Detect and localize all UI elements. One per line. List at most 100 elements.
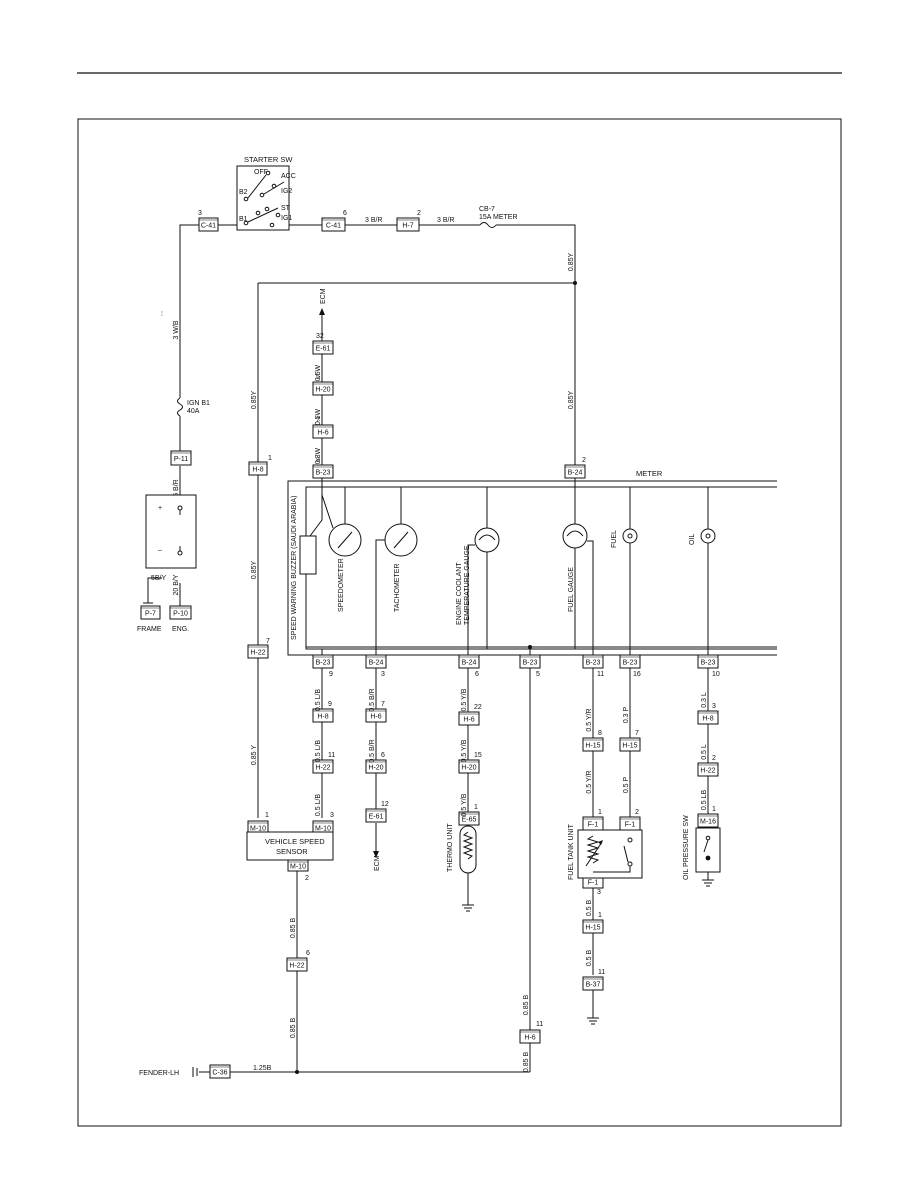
connector-label: B-23 (316, 470, 331, 477)
wire-label: 0.5 L/B (315, 794, 322, 817)
wire-label: 0.5 P (623, 777, 630, 794)
connector-box (312, 340, 334, 355)
connector-pin: 32 (316, 333, 324, 340)
connector-label: H-6 (317, 430, 328, 437)
connector-label: E-61 (369, 814, 384, 821)
connector: H-6 7 (312, 417, 334, 439)
battery-plus: + (158, 505, 162, 512)
wire-label: 0.85Y (568, 391, 575, 410)
wire-label: 0.3 P (623, 707, 630, 724)
fuses: CB-7 15A METER IGN B1 40A ∶ (161, 206, 518, 415)
connector: H-72 (396, 210, 421, 232)
connector-label: H-6 (463, 717, 474, 724)
battery-minus: – (158, 547, 162, 554)
wire-label: 0.85Y (568, 253, 575, 272)
connector-box (697, 710, 719, 725)
thermo-unit-label: THERMO UNIT (447, 823, 454, 872)
connector: E-61 32 (312, 333, 334, 355)
wire-label: 3 B/R (437, 217, 455, 224)
connector-box (458, 711, 480, 726)
connector-box (312, 464, 334, 479)
speedometer-label: SPEEDOMETER (338, 558, 345, 612)
connector-box (247, 644, 269, 659)
wire-label: 0.85 Y (251, 745, 258, 765)
connector-label: E-65 (462, 817, 477, 824)
connector-label: B-23 (586, 660, 601, 667)
connector: C-41 3 (198, 210, 219, 232)
connector-box (582, 737, 604, 752)
connector-pin: 6 (306, 950, 310, 957)
connector-label: B-24 (462, 660, 477, 667)
connector: H-151 (582, 912, 604, 934)
wire-label: 0.85 B (290, 918, 297, 939)
connector-pin: 16 (633, 671, 641, 678)
connector-label: H-20 (315, 387, 330, 394)
battery: + – FRAME ENG. (137, 494, 197, 633)
connector-pin: 1 (265, 812, 269, 819)
wire-label: 0.85 B (523, 995, 530, 1016)
coolant-label-2: TEMPERATURE GAUGE (464, 545, 471, 625)
connector-label: H-15 (622, 743, 637, 750)
wire-label: 0.5 Y/B (461, 688, 468, 711)
connector-pin: 1 (268, 455, 272, 462)
connector-pin: 7 (266, 638, 270, 645)
connector-pin: 2 (712, 755, 716, 762)
connector-box (519, 1029, 541, 1044)
connector-box (321, 217, 346, 232)
connector-label: C-41 (201, 223, 216, 230)
connector-label: P-10 (173, 611, 188, 618)
wire-label: 0.3W (315, 447, 322, 464)
connector-label: P-11 (174, 456, 188, 463)
connector-box (209, 1064, 231, 1079)
connector-box (312, 381, 334, 396)
connector-box (697, 813, 719, 828)
connector-label: F-1 (588, 822, 599, 829)
wire-label: 0.5 LB (701, 790, 708, 811)
fuel-tank-unit: FUEL TANK UNIT (568, 823, 643, 880)
connector-label: H-8 (702, 716, 713, 723)
connector-box (365, 759, 387, 774)
connector-label: M-10 (315, 826, 331, 833)
connector-label: H-22 (250, 650, 265, 657)
vss-label-2: SENSOR (276, 847, 308, 856)
connector-label: B-23 (701, 660, 716, 667)
connector-pin: 2 (635, 809, 639, 816)
oil-pressure-sw-label: OIL PRESSURE SW (683, 815, 690, 880)
connector-label: H-8 (252, 467, 263, 474)
connector: H-67 (365, 701, 387, 723)
connector: H-622 (458, 704, 482, 726)
connector-pin: 11 (536, 1021, 543, 1028)
wire-label: 0.5 L (701, 744, 708, 760)
connector: H-611 (519, 1021, 543, 1044)
connector-pin: 5 (316, 374, 320, 381)
connector-pin: 8 (598, 730, 602, 737)
connector-label: B-24 (568, 470, 583, 477)
wire-label: 0.5 B (586, 900, 593, 917)
wires (143, 222, 714, 1077)
connector-pin: 3 (198, 210, 202, 217)
wire-label: 1.25B (253, 1065, 272, 1072)
wire-label: 3 B/R (365, 217, 383, 224)
cb7-label: CB-7 (479, 206, 495, 213)
connector-label: E-61 (316, 346, 331, 353)
connector-box (582, 919, 604, 934)
connector: H-8 1 (248, 455, 272, 476)
connector-box (365, 708, 387, 723)
connector-pin: 7 (316, 417, 320, 424)
wire-label: 0.5 L/B (315, 740, 322, 763)
connector-pin: 7 (381, 701, 385, 708)
connector-box (582, 976, 604, 991)
fender-lh-label: FENDER-LH (139, 1070, 179, 1077)
buzzer-label: SPEED WARNING BUZZER (SAUDI ARABIA) (291, 496, 298, 640)
connector-box (365, 808, 387, 823)
wire-label: 0.5 B/R (369, 688, 376, 711)
wire-label: 0.5 Y/B (461, 739, 468, 762)
wire-label: 0.5 B (586, 950, 593, 967)
connector-pin: 3 (597, 889, 601, 896)
svg-text:IG1: IG1 (281, 215, 292, 222)
wire-label: 0.5W (315, 364, 322, 381)
ign-fuse-rating: 40A (187, 408, 200, 415)
